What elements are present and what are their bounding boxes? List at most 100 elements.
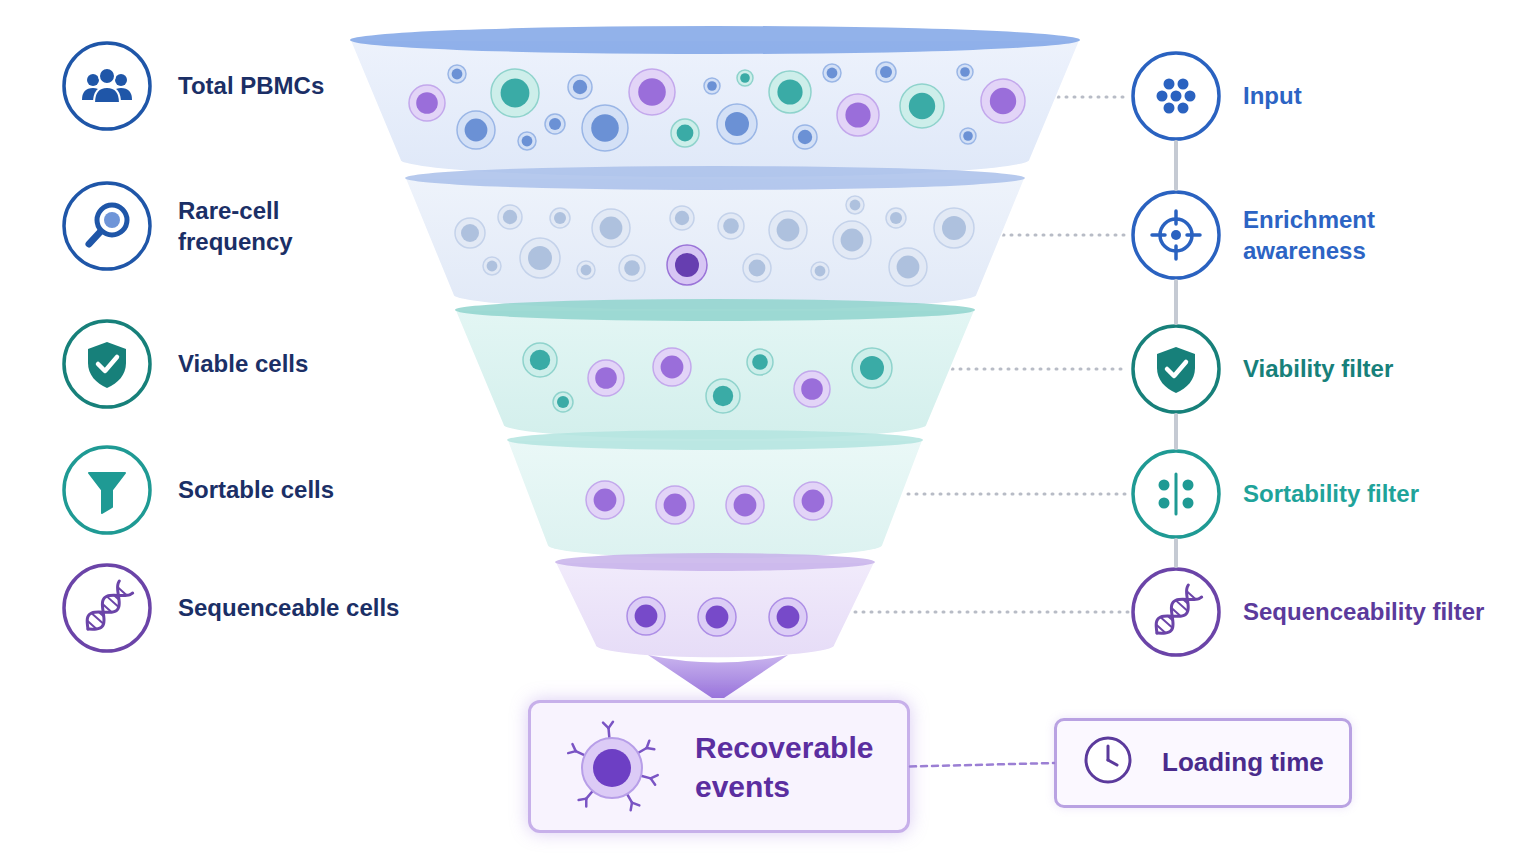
- cell-nucleus: [713, 386, 733, 406]
- icon-ring: [1133, 53, 1219, 139]
- cell-membrane: [769, 211, 807, 249]
- node-label: Enrichment awareness: [1243, 204, 1393, 266]
- cell-nucleus: [777, 606, 800, 629]
- cell-membrane: [582, 738, 642, 798]
- dna-rung: [1171, 608, 1180, 617]
- icon-circle: [1130, 448, 1222, 540]
- cell: [889, 248, 927, 286]
- cell-membrane: [670, 206, 694, 230]
- stage-node: Sequenceable cells: [61, 562, 421, 654]
- dot-symbol: [1164, 79, 1175, 90]
- cell-nucleus: [801, 378, 823, 400]
- receptor: [607, 728, 610, 738]
- cell: [491, 69, 539, 117]
- cell-nucleus: [522, 136, 533, 147]
- cell-membrane: [704, 78, 720, 94]
- cell-nucleus: [581, 265, 592, 276]
- cell-nucleus: [845, 102, 870, 127]
- cell: [619, 255, 645, 281]
- cell: [852, 348, 892, 388]
- cell: [747, 349, 773, 375]
- cell-membrane: [545, 114, 565, 134]
- cell-nucleus: [752, 354, 768, 370]
- cell-nucleus: [595, 367, 617, 389]
- cell-membrane: [568, 75, 592, 99]
- cell: [457, 111, 495, 149]
- cell: [823, 64, 841, 82]
- icon-circle: [61, 562, 153, 654]
- cell: [769, 598, 807, 636]
- crosshair-tick: [1187, 233, 1200, 237]
- leader-line: [1058, 96, 1128, 99]
- node-label: Viable cells: [178, 348, 388, 379]
- cell-membrane: [706, 379, 740, 413]
- cell: [545, 114, 565, 134]
- label-block: Enrichment awareness: [1243, 189, 1393, 281]
- cell-membrane: [717, 104, 757, 144]
- cell-nucleus: [990, 88, 1016, 114]
- funnel-band: [405, 178, 1025, 311]
- cell-membrane: [592, 209, 630, 247]
- cell: [629, 69, 675, 115]
- stage-node: Sortability filter: [1130, 448, 1510, 540]
- cell-nucleus: [661, 356, 684, 379]
- cell-nucleus: [740, 73, 750, 83]
- cell-membrane: [960, 128, 976, 144]
- dot-symbol: [1171, 91, 1182, 102]
- dna-rung: [114, 595, 119, 600]
- cell-nucleus: [557, 396, 569, 408]
- cell-nucleus: [963, 131, 973, 141]
- cell-nucleus: [942, 216, 966, 240]
- label-block: Sequenceable cells: [178, 562, 418, 654]
- cell-nucleus: [530, 350, 550, 370]
- icon-ring: [64, 565, 150, 651]
- cell-membrane: [586, 481, 624, 519]
- label-block: Viable cells: [178, 318, 388, 410]
- cell: [737, 70, 753, 86]
- cell-membrane: [455, 218, 485, 248]
- funnel-band-rim: [555, 553, 875, 571]
- crosshair-center: [1171, 230, 1181, 240]
- cell: [706, 379, 740, 413]
- cell-nucleus: [573, 80, 587, 94]
- cell-nucleus: [897, 256, 920, 279]
- cell: [957, 64, 973, 80]
- dna-rung: [117, 587, 126, 596]
- dna-rung: [1176, 600, 1188, 611]
- cell: [846, 196, 864, 214]
- person-head: [115, 74, 127, 86]
- cell-nucleus: [725, 112, 749, 136]
- dot-symbol: [1178, 103, 1189, 114]
- cell-membrane: [957, 64, 973, 80]
- magnifier-handle: [89, 231, 101, 244]
- cell: [876, 62, 896, 82]
- receptor-branch: [585, 799, 588, 807]
- cell-membrane: [577, 261, 595, 279]
- icon-circle: [1130, 50, 1222, 142]
- icon-ring: [64, 43, 150, 129]
- icon-ring: [64, 183, 150, 269]
- cell-membrane: [833, 221, 871, 259]
- dna-strand: [1156, 585, 1188, 633]
- cell-nucleus: [554, 212, 566, 224]
- icon-circle: [1130, 323, 1222, 415]
- cell-membrane: [889, 248, 927, 286]
- cell-nucleus: [487, 261, 498, 272]
- icon-ring: [1133, 569, 1219, 655]
- funnel-band-rim: [455, 299, 975, 321]
- label-block: Sortable cells: [178, 444, 388, 536]
- cell-nucleus: [706, 606, 729, 629]
- node-label: Sortability filter: [1243, 478, 1503, 509]
- dna-rung: [91, 613, 103, 624]
- connector-line: [1174, 540, 1178, 566]
- cell: [582, 105, 628, 151]
- person-head: [99, 68, 115, 84]
- dot-symbol: [1178, 79, 1189, 90]
- cell-nucleus: [827, 68, 838, 79]
- cell-membrane: [698, 598, 736, 636]
- clock-hand: [1107, 746, 1110, 760]
- cell-nucleus: [664, 494, 687, 517]
- cell: [483, 257, 501, 275]
- cell: [886, 208, 906, 228]
